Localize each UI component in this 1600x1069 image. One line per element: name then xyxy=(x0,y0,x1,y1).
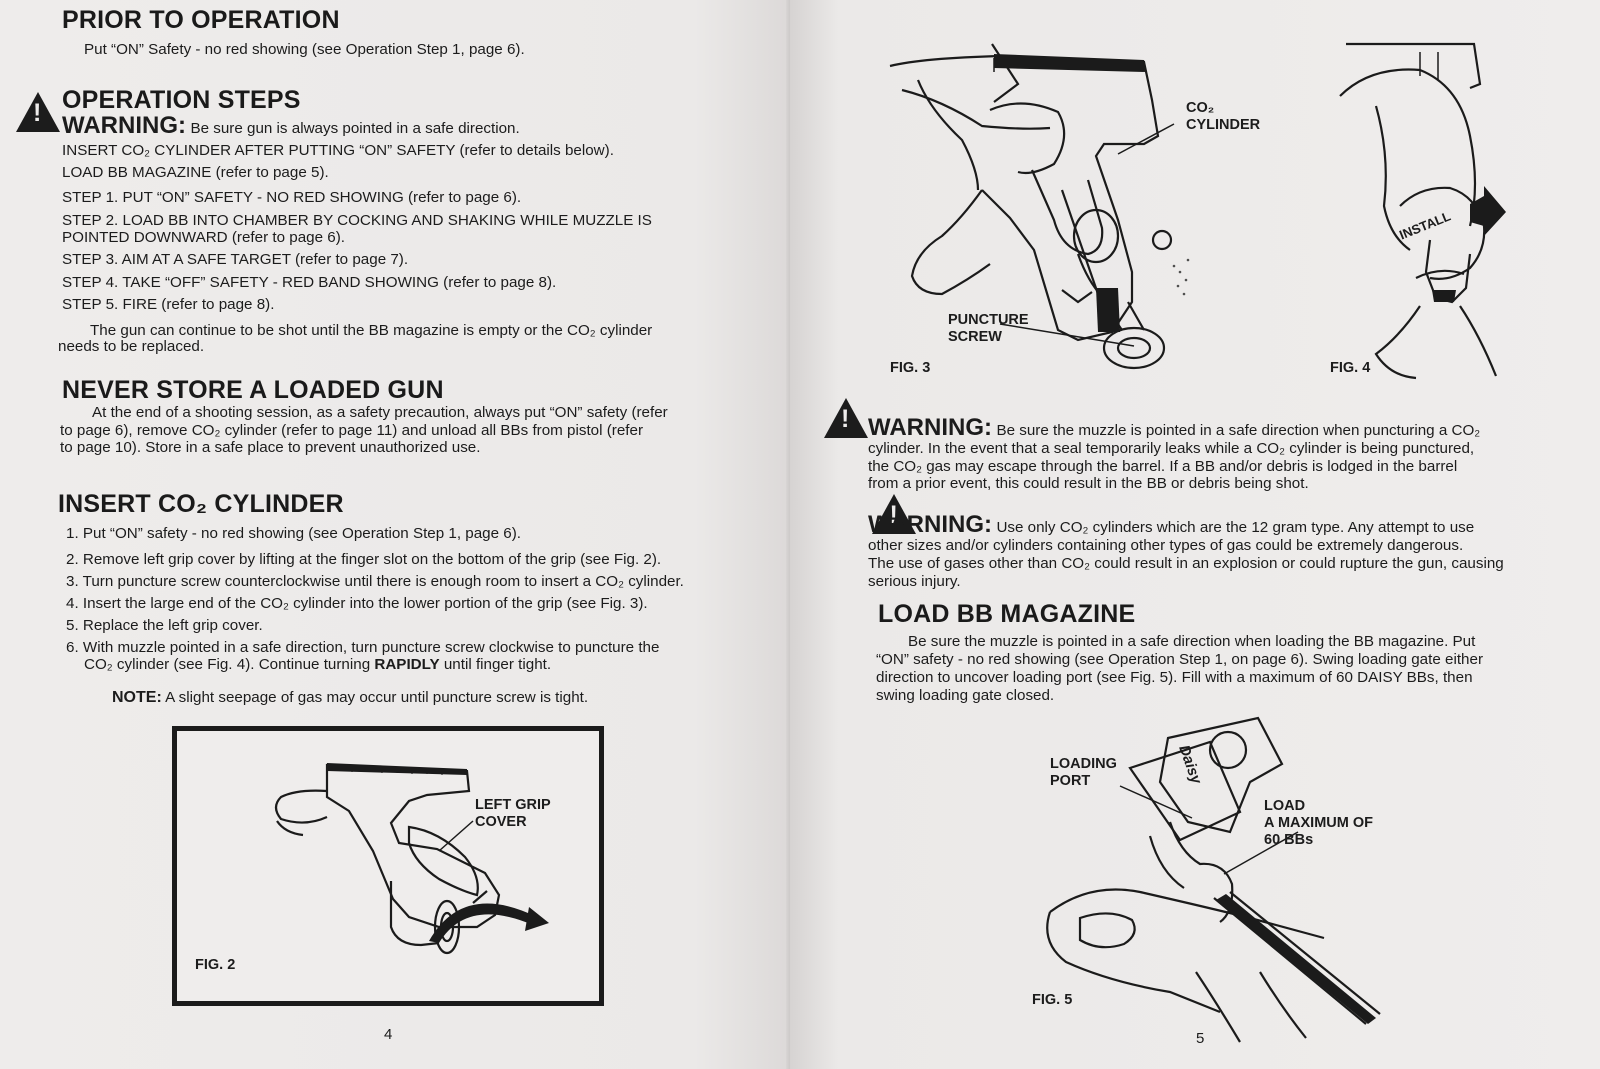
warning2-word: WARNING: xyxy=(868,511,992,538)
note-label: NOTE: xyxy=(112,689,162,706)
warning-text: Be sure gun is always pointed in a safe … xyxy=(190,120,520,137)
right-page: CO₂ CYLINDER PUNCTURE SCREW FIG. 3 xyxy=(790,0,1600,1069)
bb-loading-drawing xyxy=(1046,716,1381,1043)
left-page: PRIOR TO OPERATION Put “ON” Safety - no … xyxy=(0,0,790,1069)
step-5: STEP 5. FIRE (refer to page 8). xyxy=(62,296,275,313)
co2-insert-drawing xyxy=(889,43,1190,370)
insert-co2-heading: INSERT CO₂ CYLINDER xyxy=(58,490,344,518)
warning-triangle-icon xyxy=(16,92,60,132)
warning1-line-3: the CO₂ gas may escape through the barre… xyxy=(868,458,1458,475)
load-line-1: Be sure the muzzle is pointed in a safe … xyxy=(908,633,1476,650)
warning2-line-4: serious injury. xyxy=(868,573,961,590)
insert-step-1: 1. Put “ON” safety - no red showing (see… xyxy=(66,525,522,542)
fig5-max-callout: LOAD A MAXIMUM OF 60 BBs xyxy=(1264,798,1374,848)
operation-warning: WARNING: Be sure gun is always pointed i… xyxy=(62,112,520,140)
fig2-illustration: LEFT GRIP COVER FIG. 2 xyxy=(172,726,604,1006)
fig2-callout: LEFT GRIP COVER xyxy=(475,797,551,830)
step-3: STEP 3. AIM AT A SAFE TARGET (refer to p… xyxy=(62,251,409,268)
fig5-illustration: Daisy LOADING PORT LOAD A MAXIMUM OF 60 … xyxy=(1020,712,1440,1052)
operation-steps-heading: OPERATION STEPS xyxy=(62,86,301,114)
warning2-text-1: Use only CO₂ cylinders which are the 12 … xyxy=(996,519,1475,536)
step-2a: STEP 2. LOAD BB INTO CHAMBER BY COCKING … xyxy=(62,212,652,229)
insert-step-6a: 6. With muzzle pointed in a safe directi… xyxy=(66,639,660,656)
continue-text-a: The gun can continue to be shot until th… xyxy=(90,322,653,339)
fig4-label: FIG. 4 xyxy=(1330,360,1371,376)
fig3-puncture-callout: PUNCTURE SCREW xyxy=(948,312,1029,345)
warning2-line-3: The use of gases other than CO₂ could re… xyxy=(868,555,1504,572)
fig3-co2-callout: CO₂ CYLINDER xyxy=(1186,100,1261,133)
never-store-line-3: to page 10). Store in a safe place to pr… xyxy=(60,439,481,456)
rapidly-emphasis: RAPIDLY xyxy=(374,656,440,673)
continue-text-b: needs to be replaced. xyxy=(58,338,205,355)
warning1-text-1: Be sure the muzzle is pointed in a safe … xyxy=(996,422,1481,439)
load-bb-heading: LOAD BB MAGAZINE xyxy=(878,600,1136,628)
note-text: A slight seepage of gas may occur until … xyxy=(165,689,589,706)
warning2-line-1: WARNING: Use only CO₂ cylinders which ar… xyxy=(868,511,1474,539)
step-4: STEP 4. TAKE “OFF” SAFETY - RED BAND SHO… xyxy=(62,274,557,291)
fig5-port-callout: LOADING PORT xyxy=(1050,756,1117,789)
warning2-triangle-icon xyxy=(872,494,917,534)
insert-step-6b: CO₂ cylinder (see Fig. 4). Continue turn… xyxy=(84,655,551,674)
fig5-label: FIG. 5 xyxy=(1032,992,1073,1008)
fig4-illustration: INSTALL FIG. 4 xyxy=(1320,36,1590,386)
load-line-4: swing loading gate closed. xyxy=(876,687,1055,704)
warning1-word: WARNING: xyxy=(868,414,992,441)
warning1-line-4: from a prior event, this could result in… xyxy=(868,475,1309,492)
load-line-3: direction to uncover loading port (see F… xyxy=(876,669,1473,686)
insert-co2-line: INSERT CO₂ CYLINDER AFTER PUTTING “ON” S… xyxy=(62,142,614,159)
fig2-label: FIG. 2 xyxy=(195,957,236,973)
fig3-illustration: CO₂ CYLINDER PUNCTURE SCREW FIG. 3 xyxy=(882,40,1302,385)
load-bb-line: LOAD BB MAGAZINE (refer to page 5). xyxy=(62,164,329,181)
warning1-line-1: WARNING: Be sure the muzzle is pointed i… xyxy=(868,414,1480,442)
prior-heading: PRIOR TO OPERATION xyxy=(62,6,340,34)
step-1: STEP 1. PUT “ON” SAFETY - NO RED SHOWING… xyxy=(62,189,522,206)
never-store-heading: NEVER STORE A LOADED GUN xyxy=(62,376,444,404)
insert-step-6b-post: until finger tight. xyxy=(439,656,552,673)
insert-step-3: 3. Turn puncture screw counterclockwise … xyxy=(66,573,684,590)
pistol-grip-drawing xyxy=(274,763,549,955)
note: NOTE: A slight seepage of gas may occur … xyxy=(112,688,588,707)
page-number-right: 5 xyxy=(1196,1030,1205,1047)
warning1-line-2: cylinder. In the event that a seal tempo… xyxy=(868,440,1475,457)
insert-step-6b-pre: CO₂ cylinder (see Fig. 4). Continue turn… xyxy=(84,656,375,673)
prior-text: Put “ON” Safety - no red showing (see Op… xyxy=(84,41,525,58)
warning-word: WARNING: xyxy=(62,112,186,139)
warning2-line-2: other sizes and/or cylinders containing … xyxy=(868,537,1464,554)
load-line-2: “ON” safety - no red showing (see Operat… xyxy=(876,651,1484,668)
never-store-line-1: At the end of a shooting session, as a s… xyxy=(92,404,668,421)
install-drawing xyxy=(1339,42,1506,380)
never-store-line-2: to page 6), remove CO₂ cylinder (refer t… xyxy=(60,422,644,439)
insert-step-5: 5. Replace the left grip cover. xyxy=(66,617,263,634)
step-2b: POINTED DOWNWARD (refer to page 6). xyxy=(62,229,345,246)
insert-step-2: 2. Remove left grip cover by lifting at … xyxy=(66,551,662,568)
page-number-left: 4 xyxy=(384,1026,393,1043)
insert-step-4: 4. Insert the large end of the CO₂ cylin… xyxy=(66,595,648,612)
fig3-label: FIG. 3 xyxy=(890,360,931,376)
warning1-triangle-icon xyxy=(824,398,868,438)
